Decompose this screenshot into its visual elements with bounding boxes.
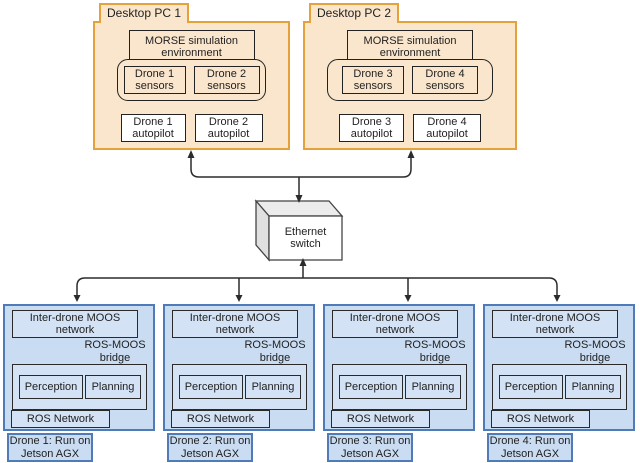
drone-autopilot-box: Drone 3 autopilot — [339, 114, 404, 142]
ros-network-group: Perception Planning — [332, 364, 467, 410]
perception-box: Perception — [179, 375, 243, 399]
switch-drone-links — [76, 265, 558, 296]
drone-4-caption: Drone 4: Run on Jetson AGX — [487, 433, 573, 462]
drone-3-box: Inter-drone MOOS network ROS-MOOS bridge… — [323, 304, 475, 431]
desktop-pc-1-label: Desktop PC 1 — [99, 3, 190, 23]
ros-network-label: ROS Network — [11, 410, 110, 428]
drone-sensors-box: Drone 1 sensors — [123, 66, 186, 94]
drone-4-box: Inter-drone MOOS network ROS-MOOS bridge… — [483, 304, 635, 431]
desktop-pc-2-box: MORSE simulation environment Drone 3 sen… — [303, 21, 517, 150]
planning-box: Planning — [245, 375, 301, 399]
drone-3-caption: Drone 3: Run on Jetson AGX — [327, 433, 413, 462]
drone-1-caption: Drone 1: Run on Jetson AGX — [7, 433, 93, 462]
autopilot-row: Drone 1 autopilot Drone 2 autopilot — [120, 114, 263, 142]
desktop-pc-2-label: Desktop PC 2 — [309, 3, 400, 23]
drone-2-caption: Drone 2: Run on Jetson AGX — [167, 433, 253, 462]
planning-box: Planning — [565, 375, 621, 399]
perception-box: Perception — [19, 375, 83, 399]
desktop-pc-1-box: MORSE simulation environment Drone 1 sen… — [93, 21, 290, 150]
perception-box: Perception — [339, 375, 403, 399]
pc-switch-links — [190, 157, 412, 196]
drone-sensors-box: Drone 2 sensors — [193, 66, 260, 94]
ros-network-group: Perception Planning — [172, 364, 307, 410]
planning-box: Planning — [405, 375, 461, 399]
ros-network-label: ROS Network — [171, 410, 270, 428]
drone-sensors-box: Drone 4 sensors — [412, 66, 478, 94]
inter-drone-moos-network-box: Inter-drone MOOS network — [332, 310, 458, 338]
autopilot-row: Drone 3 autopilot Drone 4 autopilot — [339, 114, 481, 142]
drone-autopilot-box: Drone 4 autopilot — [413, 114, 481, 142]
ros-network-group: Perception Planning — [492, 364, 627, 410]
inter-drone-moos-network-box: Inter-drone MOOS network — [172, 310, 298, 338]
sensors-container: Drone 3 sensors Drone 4 sensors — [327, 59, 493, 101]
drone-sensors-box: Drone 3 sensors — [342, 66, 404, 94]
drone-2-box: Inter-drone MOOS network ROS-MOOS bridge… — [163, 304, 315, 431]
ros-moos-bridge-label: ROS-MOOS bridge — [404, 339, 466, 364]
drone-1-box: Inter-drone MOOS network ROS-MOOS bridge… — [3, 304, 155, 431]
ros-moos-bridge-label: ROS-MOOS bridge — [244, 339, 306, 364]
inter-drone-moos-network-box: Inter-drone MOOS network — [492, 310, 618, 338]
inter-drone-moos-network-box: Inter-drone MOOS network — [12, 310, 138, 338]
drone-autopilot-box: Drone 2 autopilot — [194, 114, 263, 142]
ros-network-label: ROS Network — [331, 410, 430, 428]
sensors-container: Drone 1 sensors Drone 2 sensors — [117, 59, 266, 101]
drone-autopilot-box: Drone 1 autopilot — [120, 114, 186, 142]
ros-moos-bridge-label: ROS-MOOS bridge — [84, 339, 146, 364]
planning-box: Planning — [85, 375, 141, 399]
ros-moos-bridge-label: ROS-MOOS bridge — [564, 339, 626, 364]
ros-network-group: Perception Planning — [12, 364, 147, 410]
perception-box: Perception — [499, 375, 563, 399]
ros-network-label: ROS Network — [491, 410, 590, 428]
ethernet-switch-label: Ethernet switch — [284, 225, 327, 251]
morse-environment-box: MORSE simulation environment — [347, 30, 473, 64]
morse-environment-box: MORSE simulation environment — [128, 30, 255, 64]
